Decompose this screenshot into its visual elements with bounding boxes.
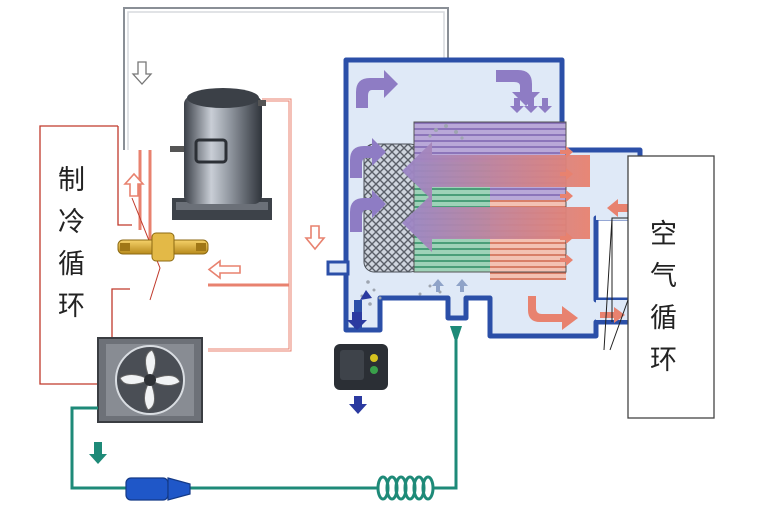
up-arrow-icon [432,279,468,292]
drain-flow-arrow-icon [89,442,107,464]
flow-up-arrow-icon [123,172,145,197]
air-cycle-box [627,155,715,419]
compressor-icon [170,88,272,220]
coil-spring-icon [376,475,435,501]
label-char: 环 [58,290,85,322]
curve-arrow-icon [350,138,386,178]
drain-line [70,340,458,490]
condensate-down-arrow-icon [347,312,367,330]
label-char: 冷 [58,206,85,238]
label-char: 循 [650,302,677,334]
drain-outlet-arrow-icon [349,396,367,414]
air-inlet-arrow-icon [607,199,632,217]
curve-arrow-icon [356,70,398,108]
airflow-left-arrow-upper [402,142,590,200]
condenser-fan-icon [97,337,203,423]
curve-arrow-icon [496,70,540,106]
label-char: 环 [650,344,677,376]
drain-valve-icon [334,344,388,390]
air-outlet-arrow-icon [528,296,578,330]
filter-drier-icon [125,477,191,501]
curve-arrow-icon [350,190,386,232]
down-arrow-icon [131,61,153,85]
label-char: 制 [58,165,85,196]
label-char: 空 [650,219,677,250]
airflow-left-arrow-lower [402,194,590,252]
label-char: 气 [650,260,677,292]
expansion-valve-icon [117,232,209,262]
label-char: 循 [58,248,85,280]
refrigeration-cycle-label: 制 冷 循 环 [58,160,85,327]
flow-down-arrow-icon [304,225,326,251]
flow-left-arrow-icon [207,259,241,280]
air-cycle-label: 空 气 循 环 [650,214,677,381]
